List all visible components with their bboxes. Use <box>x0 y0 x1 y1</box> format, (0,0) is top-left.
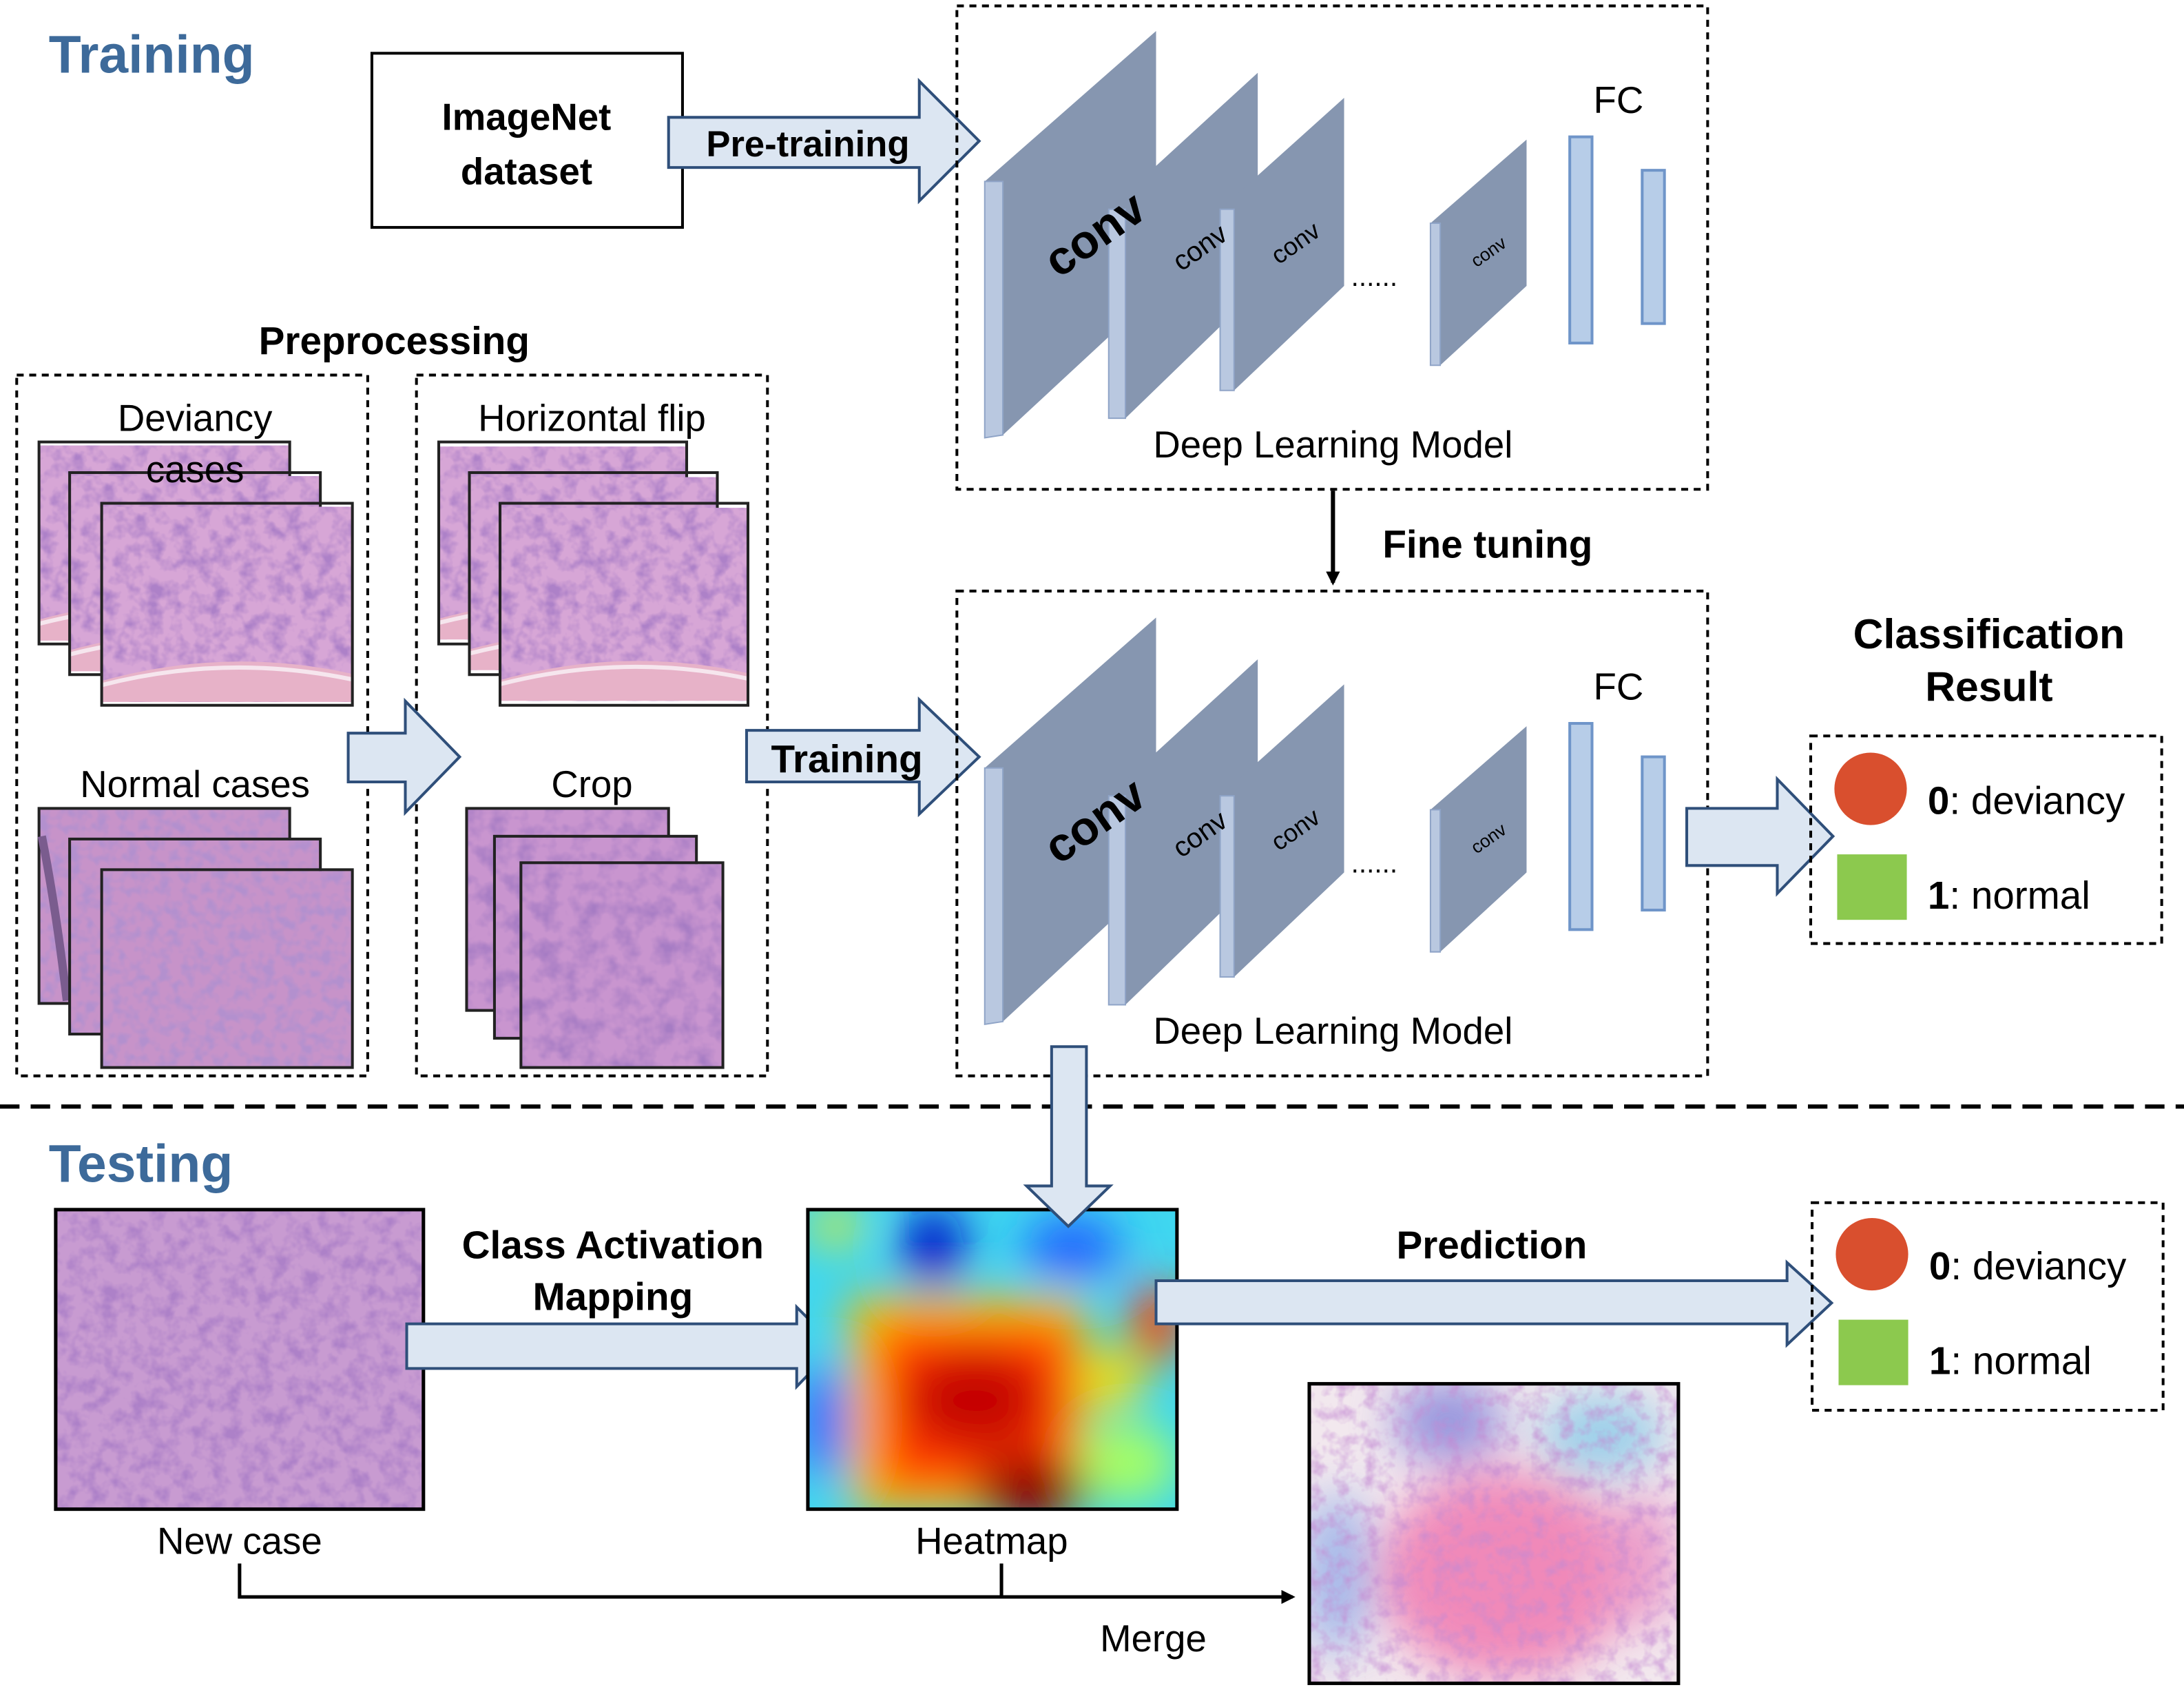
class0-code-test: 0 <box>1929 1244 1951 1288</box>
deviancy-label-line1: Deviancy <box>118 397 273 439</box>
classification-result-box <box>1809 734 2163 945</box>
new-case-label: New case <box>157 1520 322 1562</box>
normal-cases-label: Normal cases <box>80 763 310 805</box>
normal-image-stack <box>37 807 354 1069</box>
prediction-result-box <box>1811 1201 2165 1412</box>
class1-name-test: : normal <box>1951 1339 2092 1382</box>
cam-label-line2: Mapping <box>532 1275 693 1318</box>
class1-code: 1 <box>1928 874 1949 917</box>
deviancy-label-line2: cases <box>146 448 245 491</box>
pretraining-arrow <box>667 77 981 205</box>
normal-class-marker <box>1837 854 1907 920</box>
fc-layer-1 <box>1568 135 1594 344</box>
fc-layer-2b <box>1641 755 1666 912</box>
training-section-title: Training <box>49 25 255 85</box>
training-arrow <box>745 696 981 818</box>
horizontal-flip-label: Horizontal flip <box>478 397 706 439</box>
cam-arrow <box>405 1303 838 1390</box>
merge-connector <box>238 1563 1296 1605</box>
class0-name-test: : deviancy <box>1951 1244 2127 1288</box>
fc-label: FC <box>1594 79 1644 121</box>
deviancy-class-marker-test <box>1835 1217 1909 1291</box>
class1-row-test: 1: normal <box>1929 1339 2092 1382</box>
fine-tuning-label: Fine tuning <box>1382 522 1592 566</box>
fc-label-2: FC <box>1594 666 1644 708</box>
class1-row: 1: normal <box>1928 874 2090 917</box>
classification-arrow <box>1685 775 1835 897</box>
normal-class-marker-test <box>1838 1319 1909 1385</box>
prediction-label: Prediction <box>1397 1224 1588 1267</box>
pretraining-label: Pre-training <box>706 124 909 165</box>
preprocessing-input-box <box>15 373 369 1077</box>
class0-code: 0 <box>1928 778 1949 822</box>
class1-code-test: 1 <box>1929 1339 1951 1382</box>
preprocessing-title: Preprocessing <box>259 319 530 362</box>
classification-title-line2: Result <box>1925 663 2052 710</box>
model-caption-pretrain: Deep Learning Model <box>1153 424 1512 466</box>
flip-image-stack <box>437 440 750 707</box>
model-to-heatmap-arrow <box>1023 1045 1114 1228</box>
new-case-image <box>54 1208 426 1512</box>
imagenet-label-line2: dataset <box>461 150 592 192</box>
class1-name: : normal <box>1949 874 2090 917</box>
merged-image <box>1307 1382 1681 1685</box>
training-arrow-label: Training <box>771 737 922 781</box>
fc-layer-1b <box>1568 722 1594 931</box>
conv-ellipsis-2: ...... <box>1351 847 1397 878</box>
deviancy-class-marker <box>1834 752 1907 825</box>
heatmap-label: Heatmap <box>915 1520 1068 1562</box>
merge-label: Merge <box>1100 1618 1207 1660</box>
deviancy-image-stack <box>37 440 354 707</box>
classification-title-line1: Classification <box>1853 610 2125 657</box>
cam-label-line1: Class Activation <box>462 1224 764 1267</box>
crop-label: Crop <box>551 763 632 805</box>
imagenet-label-line1: ImageNet <box>442 96 612 138</box>
class0-name: : deviancy <box>1949 778 2125 822</box>
model-caption-finetuned: Deep Learning Model <box>1153 1010 1512 1052</box>
prediction-arrow <box>1154 1259 1834 1348</box>
heatmap-image <box>806 1208 1179 1512</box>
conv-ellipsis: ...... <box>1351 260 1397 292</box>
class0-row-test: 0: deviancy <box>1929 1244 2127 1288</box>
conv-stack-finetuned: conv conv conv conv ...... FC <box>984 617 1666 1026</box>
imagenet-box <box>370 52 684 229</box>
preprocess-arrow <box>346 697 462 816</box>
testing-section-title: Testing <box>49 1134 233 1193</box>
crop-image-stack <box>465 807 725 1069</box>
conv-stack-pretrain: conv conv conv conv ...... FC <box>984 30 1666 439</box>
model-box-pretrain <box>955 4 1709 491</box>
fc-layer-2 <box>1641 169 1666 325</box>
preprocessing-augment-box <box>415 373 769 1077</box>
class0-row: 0: deviancy <box>1928 778 2125 822</box>
